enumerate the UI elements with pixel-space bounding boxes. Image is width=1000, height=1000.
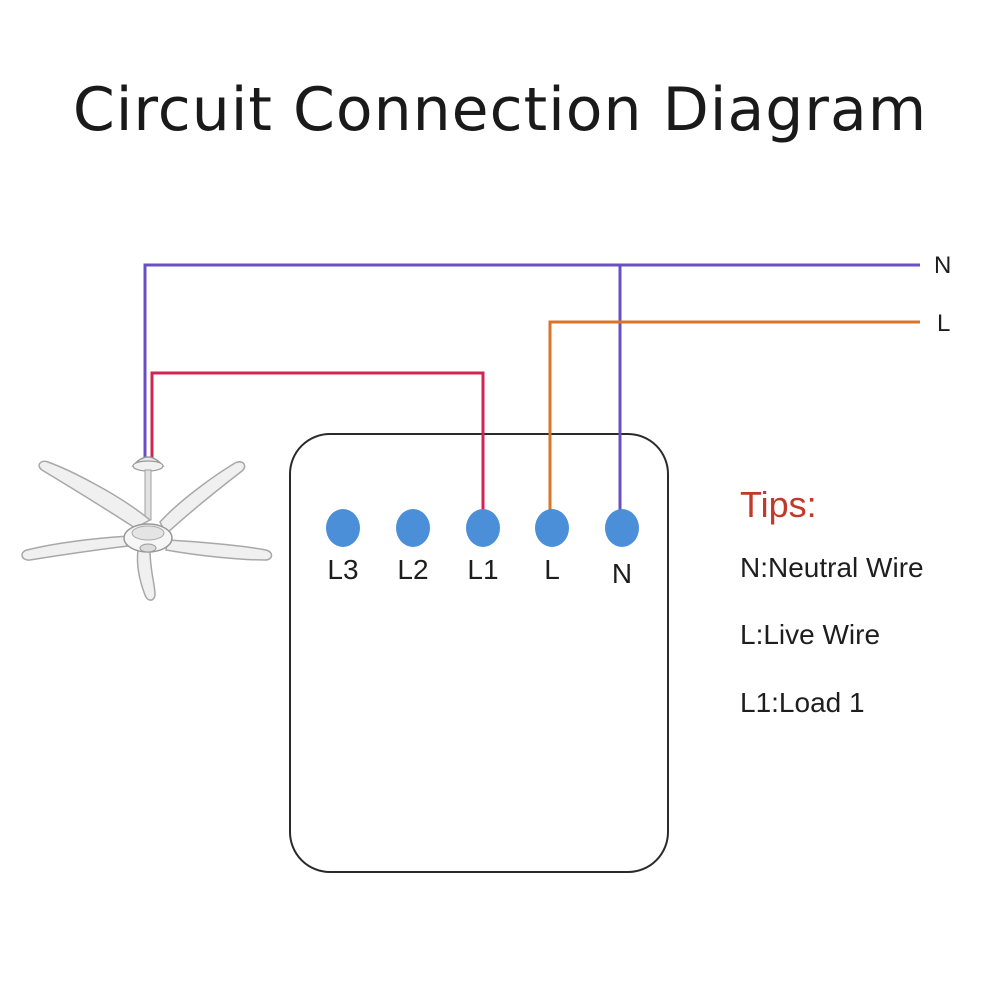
tips-heading: Tips:	[740, 484, 817, 525]
terminal-n	[605, 509, 639, 547]
ceiling-fan-icon	[21, 456, 273, 601]
smart-switch-module	[289, 433, 669, 873]
live-wire	[548, 320, 920, 527]
diagram-title: Circuit Connection Diagram	[72, 75, 928, 145]
terminal-label-l3: L3	[327, 554, 359, 585]
terminal-label-l2: L2	[397, 554, 429, 585]
tip-load: L1:Load 1	[740, 687, 865, 718]
tip-live: L:Live Wire	[740, 619, 881, 650]
terminal-l2	[396, 509, 430, 547]
terminal-l	[535, 509, 569, 547]
load-wire	[150, 371, 485, 527]
terminal-l3	[326, 509, 360, 547]
terminal-l1	[466, 509, 500, 547]
terminal-label-l1: L1	[467, 554, 499, 585]
terminal-label-l: L	[544, 554, 560, 585]
neutral-wire	[143, 263, 920, 460]
terminal-label-n: N	[611, 558, 633, 589]
live-line-label: L	[937, 310, 951, 337]
tip-neutral: N:Neutral Wire	[740, 552, 924, 583]
neutral-line-label: N	[934, 252, 952, 279]
